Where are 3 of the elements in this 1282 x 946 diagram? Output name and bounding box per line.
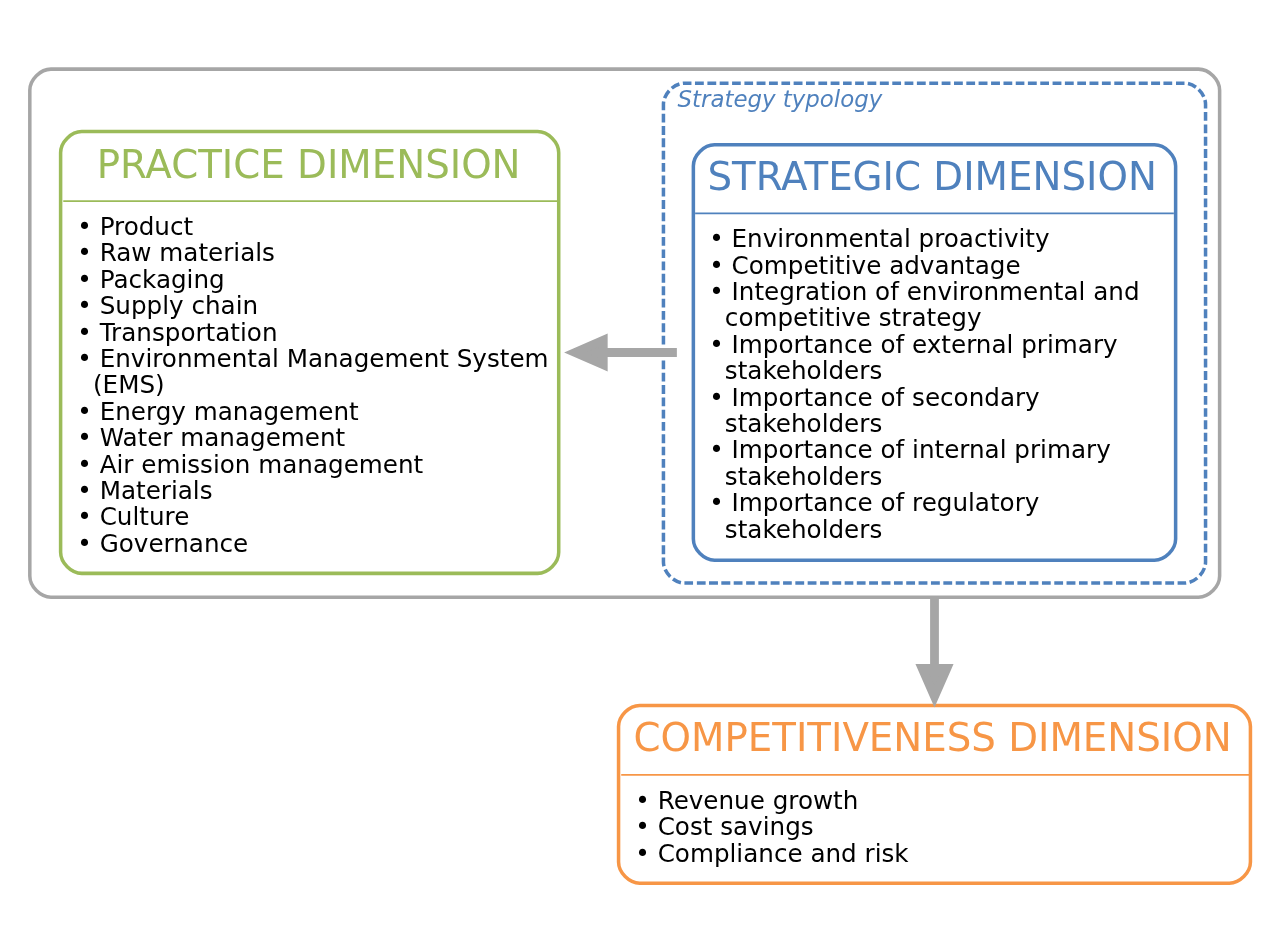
cluster [28,66,1222,599]
arrow [564,332,677,372]
arrow [915,596,954,708]
